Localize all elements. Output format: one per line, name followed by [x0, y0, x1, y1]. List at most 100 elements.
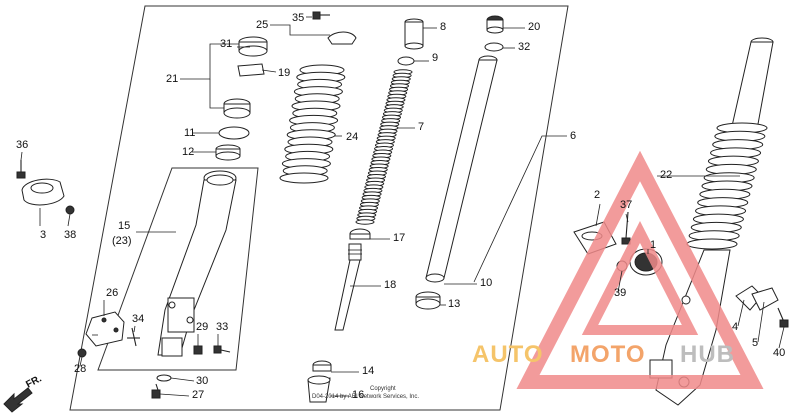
leader-line [625, 213, 629, 223]
dust-boot-22 [686, 122, 768, 250]
part-label-p30: 30 [196, 375, 208, 387]
piston-ring-17 [349, 228, 371, 240]
bushing-12 [215, 144, 241, 161]
spacer-8 [404, 18, 424, 50]
leader-line [261, 69, 277, 73]
oil-lock-piece-16 [307, 375, 331, 403]
part-label-p4: 4 [732, 321, 738, 333]
o-ring-32 [484, 42, 504, 52]
part-label-p7: 7 [418, 121, 424, 133]
part-label-p5: 5 [752, 337, 758, 349]
part-label-p17: 17 [393, 232, 405, 244]
part-label-p18: 18 [384, 279, 396, 291]
part-label-p40: 40 [773, 347, 785, 359]
oil-seal-31 [238, 36, 268, 57]
watermark-hub: HUB [680, 341, 735, 368]
rebound-spring-14 [312, 360, 332, 372]
fork-slider-15 [157, 170, 237, 357]
bolt-37 [621, 211, 631, 245]
part-label-p35: 35 [292, 12, 304, 24]
leader-line [79, 356, 83, 367]
part-label-p19: 19 [278, 67, 290, 79]
leader-line [133, 325, 136, 333]
leader-line [20, 151, 23, 161]
nut-38 [65, 205, 75, 215]
leader-line [473, 135, 567, 283]
fork-cap-20 [486, 15, 504, 34]
part-label-p2: 2 [594, 189, 600, 201]
part-label-p33: 33 [216, 321, 228, 333]
part-label-p11: 11 [184, 127, 195, 139]
part-label-p12: 12 [182, 146, 194, 158]
bushing-21 [223, 98, 251, 119]
part-label-p38: 38 [64, 229, 76, 241]
bolt-33 [213, 345, 231, 354]
watermark-logo [516, 150, 764, 389]
leader-line [737, 299, 745, 327]
part-label-p15b: (23) [112, 235, 132, 247]
clamp-3 [21, 178, 65, 206]
part-label-p29: 29 [196, 321, 208, 333]
part-label-p3: 3 [40, 229, 46, 241]
part-labels: 123456789101112131415(23)161718192021222… [16, 12, 785, 401]
part-label-p8: 8 [440, 21, 446, 33]
part-label-p20: 20 [528, 21, 540, 33]
part-label-p39: 39 [614, 287, 626, 299]
watermark-auto: AUTO [472, 341, 544, 368]
part-label-p37: 37 [620, 199, 632, 211]
leader-line [617, 270, 623, 293]
spring-seat-9 [397, 56, 415, 66]
part-label-p13: 13 [448, 298, 460, 310]
part-label-p26: 26 [106, 287, 118, 299]
leader-line [595, 203, 601, 227]
damper-rod-18 [334, 243, 362, 331]
part-label-p36: 36 [16, 139, 28, 151]
fork-spring-7 [355, 69, 413, 225]
clip-19 [237, 63, 265, 77]
bolt-27 [151, 383, 161, 399]
part-label-p22: 22 [660, 169, 672, 181]
front-direction-label: FR. [24, 373, 44, 390]
leader-line [159, 393, 190, 397]
part-label-p16: 16 [352, 389, 364, 401]
part-label-p32: 32 [518, 41, 530, 53]
dust-boot-24 [279, 64, 346, 184]
clamp-25 [327, 31, 357, 45]
part-label-p25: 25 [256, 19, 268, 31]
washer-11 [218, 126, 250, 140]
leader-lines [20, 16, 785, 397]
axle-holder-26 [85, 311, 125, 347]
part-label-p34: 34 [132, 313, 144, 325]
bolt-40 [777, 307, 789, 328]
assembly-frame [69, 5, 569, 411]
copyright-line1: Copyright [370, 386, 396, 392]
stud-34 [127, 327, 140, 347]
front-direction-arrow: FR. [3, 373, 44, 413]
part-label-p21: 21 [166, 73, 178, 85]
part-label-p14: 14 [362, 365, 374, 377]
part-label-p9: 9 [432, 52, 438, 64]
leader-line [180, 43, 239, 80]
part-label-p1: 1 [650, 239, 656, 251]
leader-line [778, 326, 785, 349]
fork-tube-10 [425, 55, 498, 283]
washer-30 [156, 374, 172, 382]
leader-line [209, 79, 224, 109]
slider-subframe [97, 167, 259, 371]
leader-line [757, 301, 765, 343]
part-label-p15: 15 [118, 220, 130, 232]
bushing-13 [415, 291, 441, 310]
part-label-p10: 10 [480, 277, 492, 289]
nut-29 [193, 345, 203, 355]
part-label-p27: 27 [192, 389, 204, 401]
part-label-p31: 31 [220, 38, 232, 50]
copyright-line2: D04-2014 by ARI Network Services, Inc. [312, 394, 419, 400]
bolt-36 [16, 160, 26, 179]
part-label-p6: 6 [570, 130, 576, 142]
leader-line [67, 213, 71, 227]
leader-line [270, 24, 330, 36]
watermark-moto: MOTO [570, 341, 646, 368]
leader-line [170, 377, 195, 382]
